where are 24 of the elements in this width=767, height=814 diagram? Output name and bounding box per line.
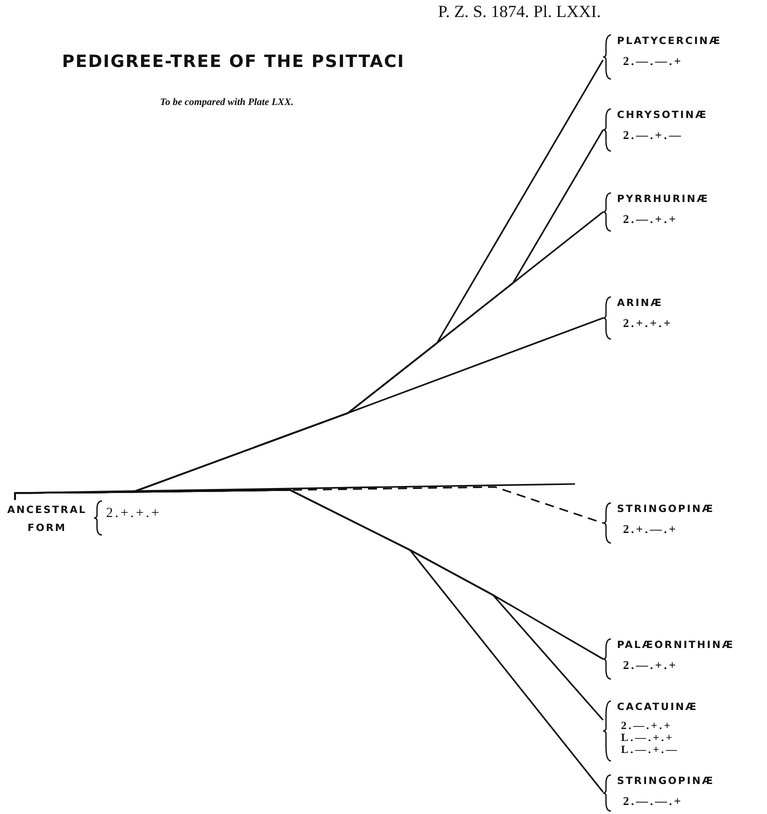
taxon-name: STRINGOPINÆ — [617, 504, 714, 515]
formula-text: L.—.+.— — [621, 744, 679, 756]
taxon-name: ANCESTRAL FORM — [6, 504, 88, 536]
formula-text: 2.+.+.+ — [623, 316, 673, 331]
plate-number: P. Z. S. 1874. Pl. LXXI. — [438, 2, 601, 22]
taxon-name: PLATYCERCINÆ — [617, 36, 722, 47]
taxon-name: STRINGOPINÆ — [617, 776, 714, 787]
formula-text: 2.+.+.+ — [106, 506, 162, 522]
taxon-name: ARINÆ — [617, 298, 663, 309]
formula-text: 2.—.+.— — [623, 128, 683, 143]
formula-text: 2.—.+.+ — [621, 720, 672, 732]
formula-text: L.—.+.+ — [621, 732, 674, 744]
tree-branch — [14, 489, 604, 792]
formula-text: 2.—.+.+ — [623, 212, 678, 227]
taxon-name: PYRRHURINÆ — [617, 194, 710, 205]
formula-text: 2.—.+.+ — [623, 658, 678, 673]
taxon-name: CHRYSOTINÆ — [617, 110, 708, 121]
taxon-name: CACATUINÆ — [617, 702, 698, 713]
taxon-name: PALÆORNITHINÆ — [617, 640, 734, 651]
subtitle-note: To be compared with Plate LXX. — [160, 97, 294, 108]
formula-text: 2.—.—.+ — [623, 794, 683, 809]
formula-text: 2.—.—.+ — [623, 54, 683, 69]
formula-text: 2.+.—.+ — [623, 522, 678, 537]
title: PEDIGREE-TREE OF THE PSITTACI — [62, 52, 405, 72]
